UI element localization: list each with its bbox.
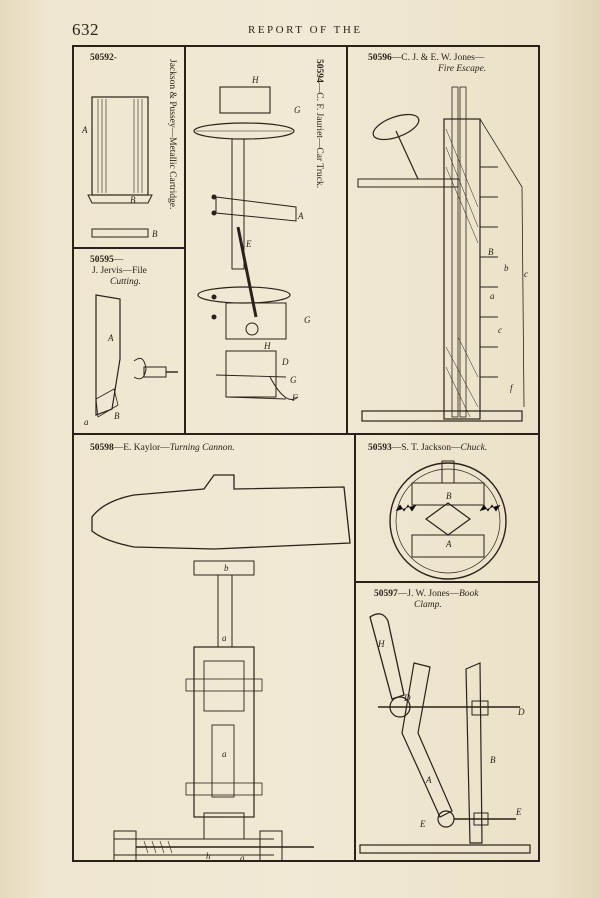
- figure-50592-cartridge: 50592- Jackson & Pussey—Metallic Cartrid…: [73, 46, 185, 248]
- figure-reference-letter: a: [84, 417, 89, 427]
- figure-reference-letter: c: [524, 269, 528, 279]
- figure-reference-letter: B: [490, 755, 496, 765]
- figure-reference-letter: A: [425, 775, 432, 785]
- figure-50594-car-truck: 50594—C. F. Jauriet—Car Truck. H G A E: [185, 46, 347, 434]
- figure-reference-letter: g: [240, 853, 245, 861]
- page-number: 632: [72, 20, 99, 39]
- figure-reference-letter: H: [251, 75, 259, 85]
- figure-reference-letter: a: [490, 291, 495, 301]
- figure-reference-letter: f: [510, 383, 514, 393]
- figure-50598-turning-cannon: 50598—E. Kaylor—Turning Cannon.: [73, 434, 355, 861]
- fire-escape-drawing: B b c a c f: [357, 86, 528, 422]
- cannon-lathe-drawing: b a a h g: [91, 474, 351, 861]
- figure-reference-letter: H: [377, 639, 385, 649]
- figure-reference-letter: F: [291, 393, 298, 403]
- figure-reference-letter: D: [517, 707, 525, 717]
- figure-reference-letter: G: [304, 315, 311, 325]
- figure-reference-letter: G: [294, 105, 301, 115]
- figure-reference-letter: B: [488, 247, 494, 257]
- figure-reference-letter: B: [446, 491, 452, 501]
- chuck-drawing: B A: [389, 460, 507, 580]
- figure-reference-letter: E: [245, 239, 252, 249]
- figure-reference-letter: A: [297, 211, 304, 221]
- figure-caption-50593: 50593—S. T. Jackson—Chuck.: [368, 443, 488, 453]
- figure-reference-letter: B: [152, 229, 158, 239]
- figure-50596-fire-escape: 50596—C. J. & E. W. Jones—Fire Escape.: [347, 46, 539, 434]
- figure-caption-50596: 50596—C. J. & E. W. Jones—Fire Escape.: [368, 53, 487, 74]
- figure-reference-letter: H: [263, 341, 271, 351]
- car-truck-drawing: H G A E G H D G F: [193, 75, 311, 403]
- figure-reference-letter: a: [222, 633, 227, 643]
- figure-reference-letter: B: [130, 195, 136, 205]
- figure-reference-letter: h: [206, 851, 211, 861]
- label-A: A: [81, 125, 88, 135]
- figure-number-50592: 50592-: [90, 53, 117, 63]
- book-clamp-drawing: H D D A B E E: [359, 613, 531, 854]
- figure-reference-letter: A: [445, 539, 452, 549]
- engraving-plate: 50592- Jackson & Pussey—Metallic Cartrid…: [72, 45, 540, 862]
- figure-reference-letter: a: [222, 749, 227, 759]
- figure-reference-letter: G: [290, 375, 297, 385]
- figure-reference-letter: B: [114, 411, 120, 421]
- figure-reference-letter: c: [498, 325, 502, 335]
- figure-reference-letter: D: [403, 693, 411, 703]
- figure-50593-chuck: 50593—S. T. Jackson—Chuck. B A: [355, 434, 539, 582]
- figure-reference-letter: D: [281, 357, 289, 367]
- figure-reference-letter: b: [504, 263, 509, 273]
- figure-caption-50598: 50598—E. Kaylor—Turning Cannon.: [90, 443, 235, 453]
- figure-reference-letter: E: [419, 819, 426, 829]
- figure-reference-letter: b: [224, 563, 229, 573]
- figure-reference-letter: A: [107, 333, 114, 343]
- cartridge-drawing: A B B: [81, 96, 158, 239]
- file-cutting-drawing: A a B: [84, 294, 178, 427]
- figure-reference-letter: E: [515, 807, 522, 817]
- running-head: REPORT OF THE: [248, 24, 363, 36]
